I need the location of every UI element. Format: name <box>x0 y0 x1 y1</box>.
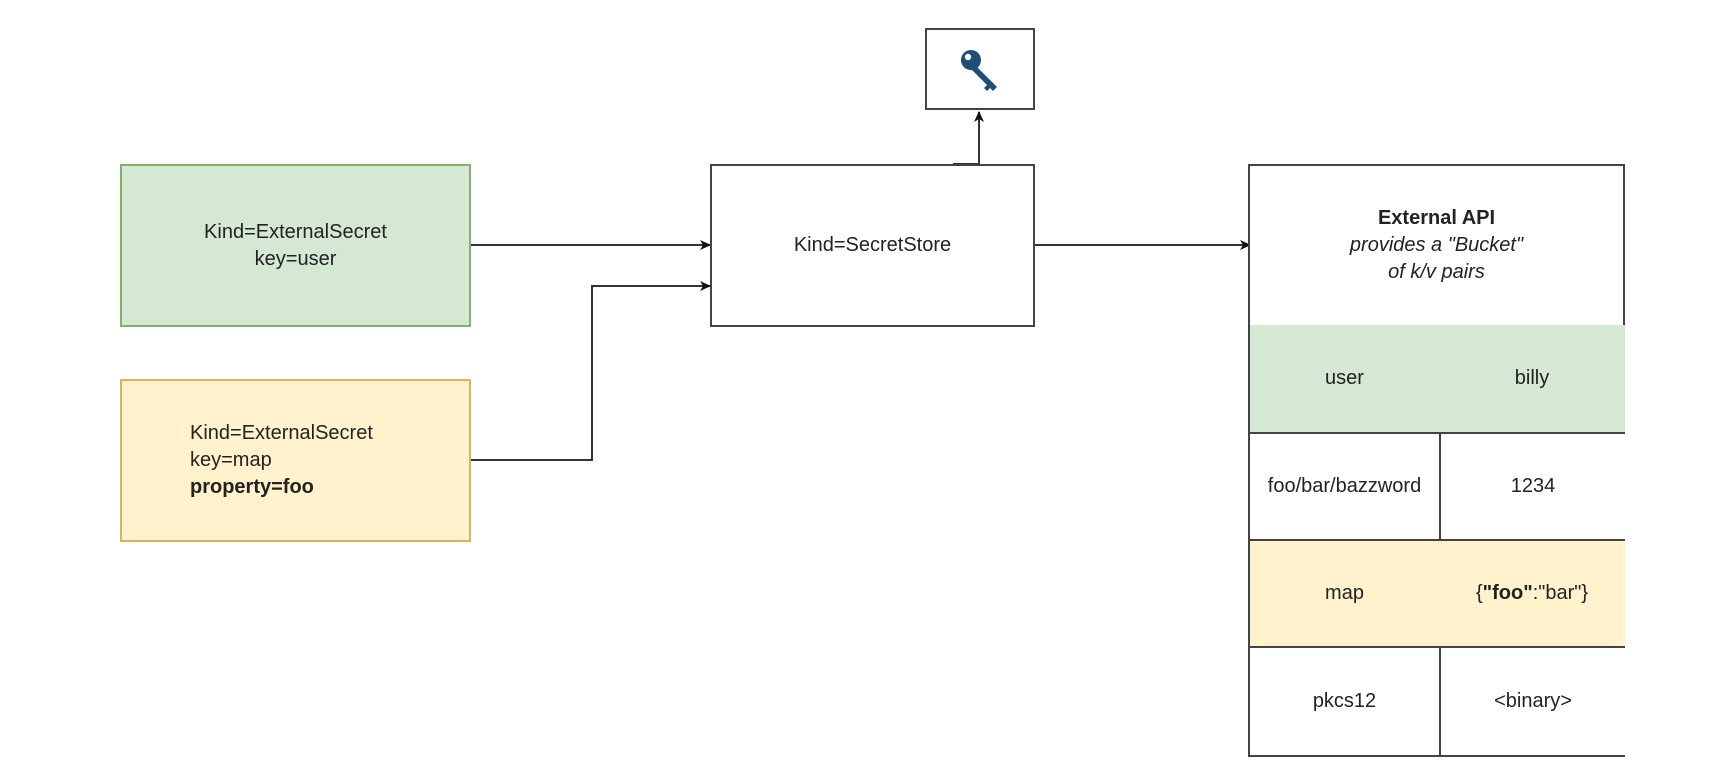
kv-table: user billy foo/bar/bazzword 1234 map {"f… <box>1248 325 1625 757</box>
external-secret-user-box: Kind=ExternalSecret key=user <box>120 164 471 327</box>
key-icon-box <box>925 28 1035 110</box>
key-icon <box>961 50 997 91</box>
kv-row-user-key: user <box>1250 325 1439 432</box>
kv-map-value-rest: :"bar"} <box>1532 582 1589 604</box>
kv-row-foo-value: 1234 <box>1439 432 1625 539</box>
kv-row-pkcs12-key: pkcs12 <box>1250 646 1439 755</box>
external-secret-user-kind: Kind=ExternalSecret <box>204 220 387 243</box>
external-secret-map-kind: Kind=ExternalSecret <box>190 422 373 444</box>
arrow-map-to-store <box>470 281 711 461</box>
arrow-store-to-key <box>953 111 984 165</box>
kv-map-value-open: { <box>1475 582 1483 604</box>
external-api-subtitle-line2: of k/v pairs <box>1388 261 1485 283</box>
external-api-subtitle-line1: provides a "Bucket" <box>1349 234 1524 256</box>
secret-store-box: Kind=SecretStore <box>710 164 1035 327</box>
kv-row-foo-key: foo/bar/bazzword <box>1250 432 1439 539</box>
external-api-header: External API provides a "Bucket" of k/v … <box>1248 164 1625 327</box>
external-api-title: External API <box>1377 207 1496 229</box>
kv-row-user-value: billy <box>1439 325 1625 432</box>
external-secret-user-key: key=user <box>254 247 337 270</box>
kv-row-pkcs12-value: <binary> <box>1439 646 1625 755</box>
secret-store-kind: Kind=SecretStore <box>793 234 952 256</box>
kv-row-map-key: map <box>1250 539 1439 646</box>
external-secret-map-key: key=map <box>190 449 272 471</box>
external-secret-map-property: property=foo <box>190 476 314 498</box>
external-secret-map-box: Kind=ExternalSecret key=map property=foo <box>120 379 471 542</box>
kv-map-value-bold: "foo" <box>1482 582 1533 604</box>
kv-row-map-value: {"foo":"bar"} <box>1439 539 1625 646</box>
